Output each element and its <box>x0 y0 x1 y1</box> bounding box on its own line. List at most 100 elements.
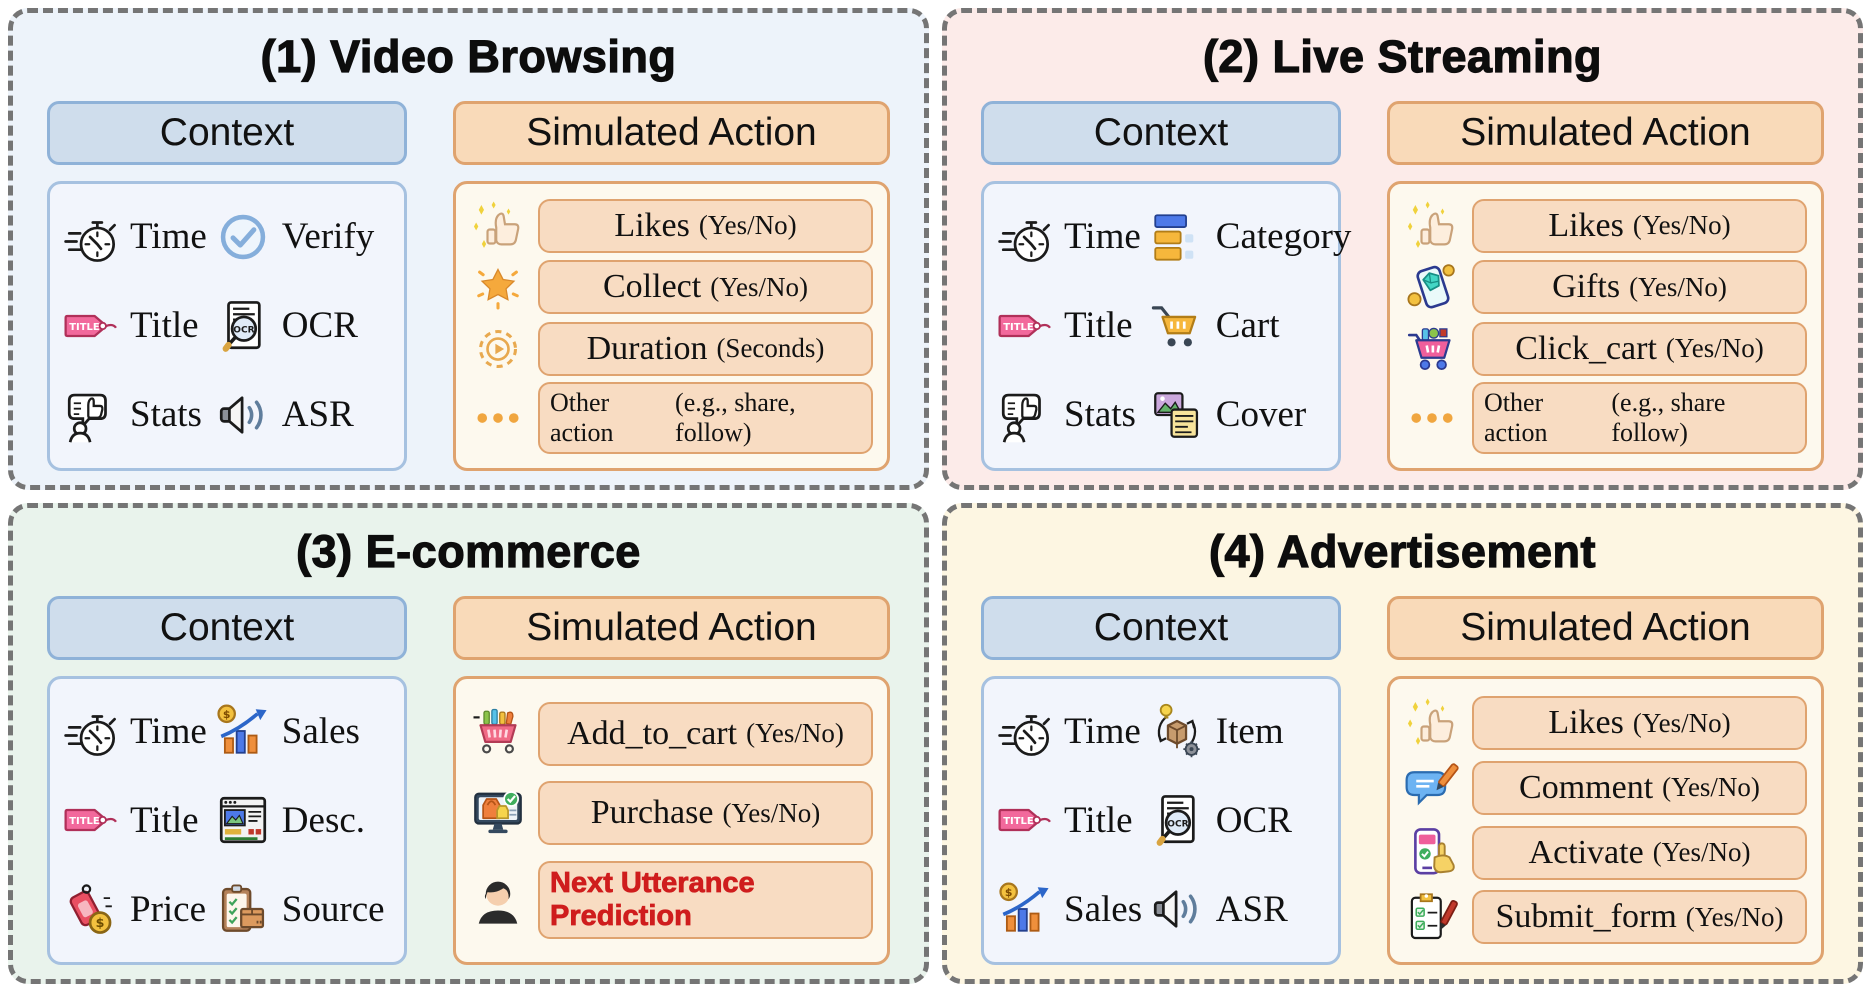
quadrant-columns: Context Time Category Title <box>973 101 1832 471</box>
context-item-verify: Verify <box>214 208 392 266</box>
action-pill-click-cart: Click_cart (Yes/No) <box>1472 321 1807 376</box>
action-panel: Likes (Yes/No) Collect (Yes/No) <box>453 181 890 471</box>
simulated-action-header: Simulated Action <box>1387 595 1824 660</box>
action-pill-likes: Likes (Yes/No) <box>538 198 873 253</box>
context-item-sales: Sales <box>214 702 392 760</box>
action-pill-purchase: Purchase (Yes/No) <box>538 781 873 846</box>
action-label: Duration <box>586 329 708 367</box>
context-item-source: Source <box>214 880 392 938</box>
action-label: Next Utterance Prediction <box>550 866 755 932</box>
context-item-title: Title <box>62 791 214 849</box>
comment-pencil-icon <box>1404 760 1460 816</box>
sales-chart-icon <box>996 880 1054 938</box>
context-item-label: Time <box>1064 216 1141 258</box>
ocr-document-icon <box>214 297 272 355</box>
stats-thumbs-person-icon <box>996 386 1054 444</box>
cover-image-icon <box>1148 386 1206 444</box>
thumbs-up-sparkles-icon <box>1404 198 1460 254</box>
action-row-other: Other action (e.g., share follow) <box>1404 382 1807 454</box>
context-panel: Time Verify Title OCR <box>47 181 407 471</box>
purchase-monitor-icon <box>470 785 526 841</box>
action-label: Add_to_cart <box>567 714 738 752</box>
context-item-label: OCR <box>281 305 358 347</box>
quadrant-columns: Context Time Item Title <box>973 595 1832 965</box>
ellipsis-icon <box>470 390 526 446</box>
title-tag-icon <box>996 297 1054 355</box>
context-column: Context Time Verify Title <box>47 101 407 471</box>
action-pill-duration: Duration (Seconds) <box>538 321 873 376</box>
simulated-action-header: Simulated Action <box>453 595 890 660</box>
action-label: Gifts <box>1552 268 1621 305</box>
context-item-label: Time <box>130 710 207 752</box>
action-column: Simulated Action Likes (Yes/No) Collect <box>453 101 890 471</box>
context-item-label: Source <box>281 888 385 930</box>
quadrant-title: (3) E-commerce <box>296 525 641 577</box>
simulated-action-header: Simulated Action <box>453 101 890 165</box>
description-browser-icon <box>214 791 272 849</box>
context-panel: Time Category Title Cart <box>981 181 1351 471</box>
context-item-asr: ASR <box>1148 880 1326 938</box>
action-suffix: (Yes/No) <box>1632 210 1731 240</box>
quadrant-e-commerce: (3) E-commerce Context Time Sales Title <box>8 502 929 984</box>
action-panel: Likes (Yes/No) Comment (Yes/No) <box>1387 675 1824 965</box>
action-label: Purchase <box>590 794 714 832</box>
quadrant-advertisement: (4) Advertisement Context Time Item Titl… <box>942 502 1863 984</box>
action-suffix: (Yes/No) <box>1685 901 1784 932</box>
action-pill-activate: Activate (Yes/No) <box>1472 825 1807 880</box>
context-item-stats: Stats <box>62 386 214 444</box>
quadrant-columns: Context Time Verify Title <box>39 101 898 471</box>
action-suffix: (e.g., share, follow) <box>675 388 796 447</box>
action-row-add-to-cart: Add_to_cart (Yes/No) <box>470 701 873 766</box>
speaker-waves-icon <box>1148 880 1206 938</box>
action-suffix: (Yes/No) <box>1652 837 1751 868</box>
action-row-submit-form: Submit_form (Yes/No) <box>1404 889 1807 945</box>
pink-cart-icon <box>1404 321 1460 377</box>
action-column: Simulated Action Likes (Yes/No) Gifts <box>1387 101 1824 471</box>
context-header: Context <box>47 595 407 660</box>
context-item-cart: Cart <box>1148 297 1326 355</box>
context-item-label: Stats <box>130 394 202 436</box>
quadrant-title: (4) Advertisement <box>1208 525 1596 577</box>
context-item-label: ASR <box>281 394 354 436</box>
action-panel: Add_to_cart (Yes/No) Purchase (Yes/No) <box>453 675 890 965</box>
action-pill-collect: Collect (Yes/No) <box>538 260 873 314</box>
context-item-category: Category <box>1148 208 1351 266</box>
context-item-label: Cart <box>1215 305 1280 347</box>
context-item-label: OCR <box>1215 799 1292 841</box>
action-pill-gifts: Gifts (Yes/No) <box>1472 260 1807 314</box>
action-row-likes: Likes (Yes/No) <box>1404 695 1807 751</box>
stopwatch-icon <box>996 702 1054 760</box>
submit-form-icon <box>1404 889 1460 945</box>
context-item-time: Time <box>62 208 214 266</box>
ellipsis-icon <box>1404 390 1460 446</box>
context-header: Context <box>47 101 407 165</box>
action-column: Simulated Action Add_to_cart (Yes/No) Pu… <box>453 595 890 965</box>
context-item-label: Title <box>1064 799 1133 841</box>
context-item-label: Stats <box>1064 394 1136 436</box>
verify-check-icon <box>214 208 272 266</box>
action-suffix: (Seconds) <box>716 333 825 363</box>
action-label: Click_cart <box>1515 329 1657 367</box>
action-column: Simulated Action Likes (Yes/No) Comment <box>1387 595 1824 965</box>
action-suffix: (Yes/No) <box>698 210 797 240</box>
quadrant-columns: Context Time Sales Title <box>39 595 898 965</box>
stopwatch-icon <box>62 702 120 760</box>
context-item-item: Item <box>1148 702 1326 760</box>
gift-phone-icon <box>1404 259 1460 315</box>
action-label: Submit_form <box>1495 898 1677 936</box>
quadrant-live-streaming: (2) Live Streaming Context Time Category <box>942 8 1863 490</box>
title-tag-icon <box>996 791 1054 849</box>
simulated-action-header: Simulated Action <box>1387 101 1824 165</box>
context-item-label: Title <box>1064 305 1133 347</box>
shopping-cart-icon <box>1148 297 1206 355</box>
action-suffix: (Yes/No) <box>1665 333 1764 363</box>
context-item-price: Price <box>62 880 214 938</box>
context-item-label: Verify <box>281 216 375 258</box>
action-label: Other action <box>1484 388 1548 447</box>
quadrant-title: (1) Video Browsing <box>260 30 677 82</box>
action-suffix: (Yes/No) <box>710 271 808 302</box>
action-row-comment: Comment (Yes/No) <box>1404 760 1807 816</box>
context-item-label: ASR <box>1215 888 1288 930</box>
context-item-ocr: OCR <box>1148 791 1326 849</box>
action-row-duration: Duration (Seconds) <box>470 321 873 377</box>
